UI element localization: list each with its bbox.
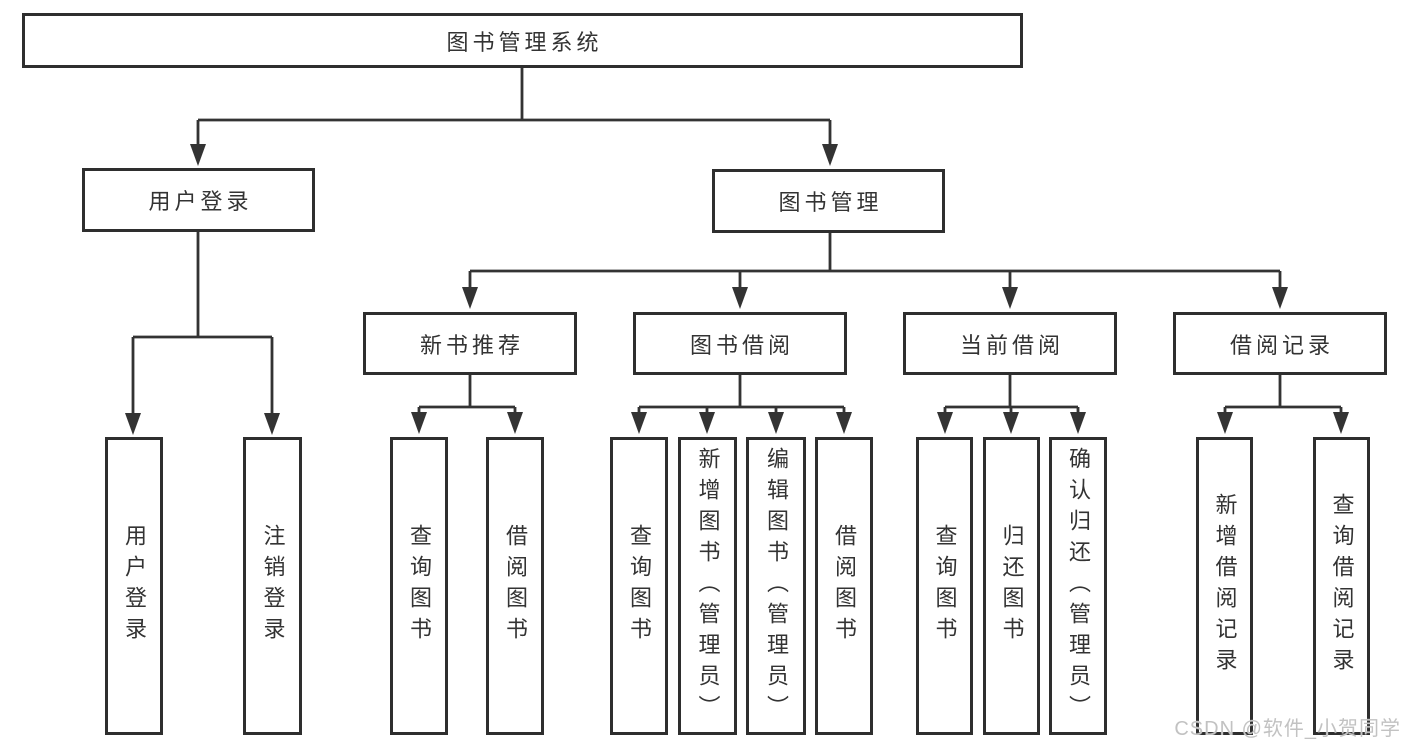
node-borrow-record: 借阅记录: [1173, 312, 1387, 375]
node-label: 借阅图书: [832, 524, 857, 648]
node-label: 新书推荐: [419, 332, 524, 358]
leaf-borrow-add-book-admin: 新增图书（管理员）: [678, 437, 737, 735]
node-label: 确认归还（管理员）: [1066, 446, 1091, 726]
leaf-current-return-book: 归还图书: [983, 437, 1040, 735]
node-book-management: 图书管理: [712, 169, 945, 233]
node-label: 归还图书: [999, 524, 1025, 648]
node-user-login: 用户登录: [82, 168, 315, 232]
tree-edges: [131, 67, 1343, 416]
node-book-borrow: 图书借阅: [633, 312, 847, 375]
arrowhead-icons: [125, 144, 1349, 435]
node-label: 借阅图书: [503, 524, 528, 648]
leaf-current-query-book: 查询图书: [916, 437, 973, 735]
leaf-recommend-borrow-book: 借阅图书: [486, 437, 544, 735]
node-label: 查询图书: [627, 524, 652, 648]
node-current-borrow: 当前借阅: [903, 312, 1117, 375]
node-label: 图书管理: [778, 190, 883, 215]
leaf-current-confirm-return-admin: 确认归还（管理员）: [1049, 437, 1107, 735]
node-label: 编辑图书（管理员）: [764, 446, 789, 726]
node-label: 图书借阅: [689, 332, 794, 358]
node-label: 当前借阅: [959, 332, 1064, 358]
node-new-book-recommend: 新书推荐: [363, 312, 577, 375]
leaf-user-login: 用户登录: [105, 437, 163, 735]
node-label: 用户登录: [148, 189, 253, 214]
node-label: 用户登录: [122, 524, 147, 648]
leaf-borrow-query-book: 查询图书: [610, 437, 668, 735]
node-label: 查询借阅记录: [1329, 493, 1355, 679]
node-root-system: 图书管理系统: [22, 13, 1023, 68]
csdn-watermark: CSDN @软件_小贺同学: [1174, 718, 1401, 740]
leaf-borrow-edit-book-admin: 编辑图书（管理员）: [746, 437, 806, 735]
node-label: 新增图书（管理员）: [695, 446, 721, 726]
leaf-record-add-borrow-record: 新增借阅记录: [1196, 437, 1253, 735]
node-label: 新增借阅记录: [1212, 493, 1238, 679]
leaf-borrow-borrow-book: 借阅图书: [815, 437, 873, 735]
leaf-logout: 注销登录: [243, 437, 302, 735]
node-label: 注销登录: [260, 524, 286, 648]
node-label: 查询图书: [932, 524, 958, 648]
node-label: 借阅记录: [1229, 332, 1334, 358]
node-label: 图书管理系统: [446, 29, 603, 55]
node-label: 查询图书: [407, 524, 432, 648]
leaf-recommend-query-book: 查询图书: [390, 437, 448, 735]
leaf-record-query-borrow-record: 查询借阅记录: [1313, 437, 1370, 735]
